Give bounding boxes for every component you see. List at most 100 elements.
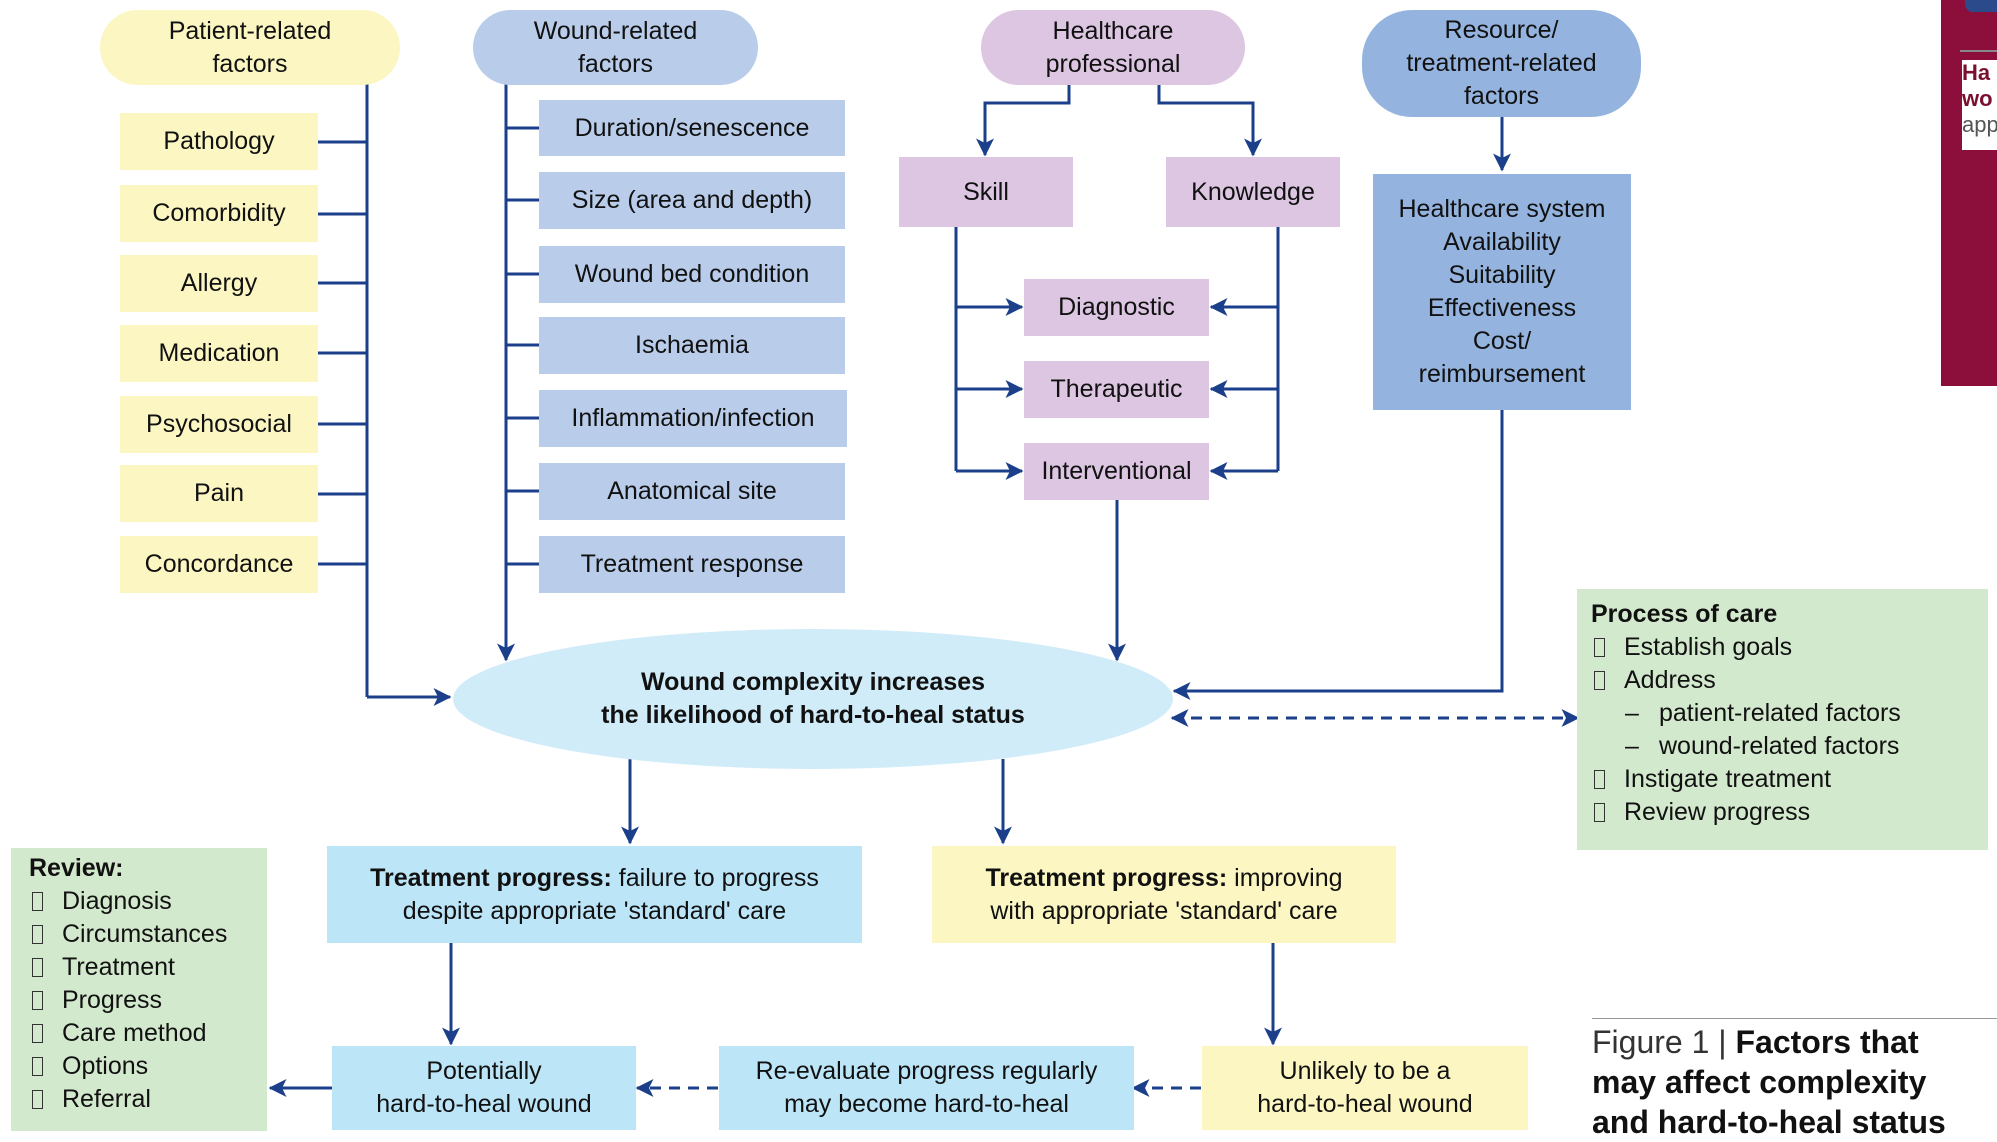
- resource-header-line2: treatment-related: [1406, 49, 1597, 77]
- review-item-circumstances: Circumstances: [29, 918, 267, 951]
- potentially-hard-to-heal-box: Potentially hard-to-heal wound: [332, 1046, 636, 1130]
- unlikely-line2: hard-to-heal wound: [1257, 1090, 1473, 1118]
- wound-item-ischaemia: Ischaemia: [539, 317, 845, 374]
- progress-failure-box: Treatment progress: failure to progress …: [327, 846, 862, 943]
- bullet-box-icon: [1594, 770, 1605, 789]
- bullet-box-icon: [32, 958, 43, 977]
- wound-item-inflammation: Inflammation/infection: [539, 390, 847, 447]
- review-title: Review:: [29, 854, 124, 882]
- resource-item-availability: Availability: [1443, 228, 1561, 256]
- process-subitem-label: patient-related factors: [1659, 699, 1901, 727]
- re-evaluate-box: Re-evaluate progress regularly may becom…: [719, 1046, 1134, 1130]
- resource-header-line1: Resource/: [1444, 16, 1559, 44]
- center-line1: Wound complexity increases: [640, 668, 986, 696]
- process-item-review: Review progress: [1591, 796, 1988, 829]
- patient-item-allergy: Allergy: [120, 255, 318, 312]
- healthcare-professional-header: Healthcare professional: [981, 10, 1245, 85]
- resource-item-healthcare-system: Healthcare system: [1398, 195, 1606, 223]
- resource-factors-header: Resource/ treatment-related factors: [1362, 10, 1641, 117]
- review-item-label: Care method: [62, 1019, 207, 1047]
- dash-marker: –: [1625, 732, 1639, 760]
- bullet-box-icon: [32, 991, 43, 1010]
- bullet-box-icon: [32, 1090, 43, 1109]
- bullet-box-icon: [1594, 638, 1605, 657]
- patient-item-medication: Medication: [120, 325, 318, 382]
- caption-line1: Figure 1 | Factors that: [1592, 1022, 1997, 1062]
- progress-improving-bold: Treatment progress:: [985, 863, 1228, 892]
- process-item-label: Instigate treatment: [1624, 765, 1832, 793]
- progress-failure-line2: despite appropriate 'standard' care: [402, 896, 787, 925]
- patient-factors-header: Patient-related factors: [100, 10, 400, 85]
- process-subitem-patient: –patient-related factors: [1591, 697, 1988, 730]
- caption-line2: may affect complexity: [1592, 1064, 1927, 1100]
- resource-item-reimbursement: reimbursement: [1418, 360, 1586, 388]
- diagnostic-box: Diagnostic: [1024, 279, 1209, 336]
- potential-line1: Potentially: [426, 1057, 542, 1085]
- progress-failure-rest: failure to progress: [611, 863, 819, 892]
- process-of-care-panel: Process of care Establish goals Address …: [1577, 589, 1988, 850]
- strip-line1: Ha: [1962, 60, 1991, 85]
- review-item-treatment: Treatment: [29, 951, 267, 984]
- wound-item-anatomical-site: Anatomical site: [539, 463, 845, 520]
- review-item-options: Options: [29, 1050, 267, 1083]
- review-item-care-method: Care method: [29, 1017, 267, 1050]
- review-item-label: Circumstances: [62, 920, 228, 948]
- adjacent-page-rule: [1960, 50, 1997, 52]
- reevaluate-line1: Re-evaluate progress regularly: [755, 1057, 1098, 1085]
- progress-improving-line2: with appropriate 'standard' care: [990, 896, 1338, 925]
- adjacent-page-strip: [1941, 0, 1997, 386]
- wound-item-duration: Duration/senescence: [539, 100, 845, 156]
- process-item-goals: Establish goals: [1591, 631, 1988, 664]
- patient-item-comorbidity: Comorbidity: [120, 185, 318, 242]
- patient-header-line1: Patient-related: [168, 16, 332, 45]
- professional-header-line1: Healthcare: [1052, 16, 1174, 45]
- adjacent-page-logo: [1965, 0, 1997, 12]
- process-subitem-wound: –wound-related factors: [1591, 730, 1988, 763]
- process-item-address: Address: [1591, 664, 1988, 697]
- progress-improving-box: Treatment progress: improving with appro…: [932, 846, 1396, 943]
- resource-item-effectiveness: Effectiveness: [1427, 294, 1577, 322]
- review-item-diagnosis: Diagnosis: [29, 885, 267, 918]
- knowledge-box: Knowledge: [1166, 157, 1340, 227]
- wound-header-line2: factors: [577, 49, 654, 78]
- progress-failure-line1: Treatment progress: failure to progress: [370, 862, 819, 895]
- interventional-box: Interventional: [1024, 443, 1209, 500]
- reevaluate-line2: may become hard-to-heal: [784, 1090, 1069, 1118]
- process-item-label: Establish goals: [1624, 633, 1793, 661]
- potential-line2: hard-to-heal wound: [376, 1090, 592, 1118]
- review-panel: Review: Diagnosis Circumstances Treatmen…: [11, 848, 267, 1131]
- caption-prefix: Figure 1 |: [1592, 1024, 1736, 1060]
- caption-line3: and hard-to-heal status: [1592, 1104, 1946, 1140]
- wound-complexity-ellipse: Wound complexity increases the likelihoo…: [453, 629, 1173, 769]
- caption-rule: [1592, 1018, 1997, 1019]
- wound-item-wound-bed: Wound bed condition: [539, 246, 845, 303]
- patient-item-concordance: Concordance: [120, 536, 318, 593]
- patient-item-pain: Pain: [120, 465, 318, 522]
- strip-line3: app: [1962, 112, 1997, 137]
- review-item-label: Diagnosis: [62, 887, 172, 915]
- process-item-label: Review progress: [1624, 798, 1811, 826]
- patient-header-line2: factors: [212, 49, 288, 78]
- resource-items-box: Healthcare system Availability Suitabili…: [1373, 174, 1631, 410]
- review-item-progress: Progress: [29, 984, 267, 1017]
- bullet-box-icon: [32, 1057, 43, 1076]
- progress-failure-bold: Treatment progress:: [370, 863, 612, 892]
- review-item-label: Progress: [62, 986, 163, 1014]
- wound-item-size: Size (area and depth): [539, 172, 845, 229]
- patient-item-psychosocial: Psychosocial: [120, 396, 318, 453]
- resource-item-cost: Cost/: [1472, 327, 1532, 355]
- process-item-label: Address: [1624, 666, 1716, 694]
- review-item-referral: Referral: [29, 1083, 267, 1116]
- review-item-label: Treatment: [62, 953, 176, 981]
- process-item-instigate: Instigate treatment: [1591, 763, 1988, 796]
- bullet-box-icon: [1594, 803, 1605, 822]
- wound-factors-header: Wound-related factors: [473, 10, 758, 85]
- unlikely-hard-to-heal-box: Unlikely to be a hard-to-heal wound: [1202, 1046, 1528, 1130]
- therapeutic-box: Therapeutic: [1024, 361, 1209, 418]
- bullet-box-icon: [1594, 671, 1605, 690]
- resource-header-line3: factors: [1463, 82, 1540, 110]
- progress-improving-rest: improving: [1227, 863, 1343, 892]
- skill-box: Skill: [899, 157, 1073, 227]
- wound-item-treatment-response: Treatment response: [539, 536, 845, 593]
